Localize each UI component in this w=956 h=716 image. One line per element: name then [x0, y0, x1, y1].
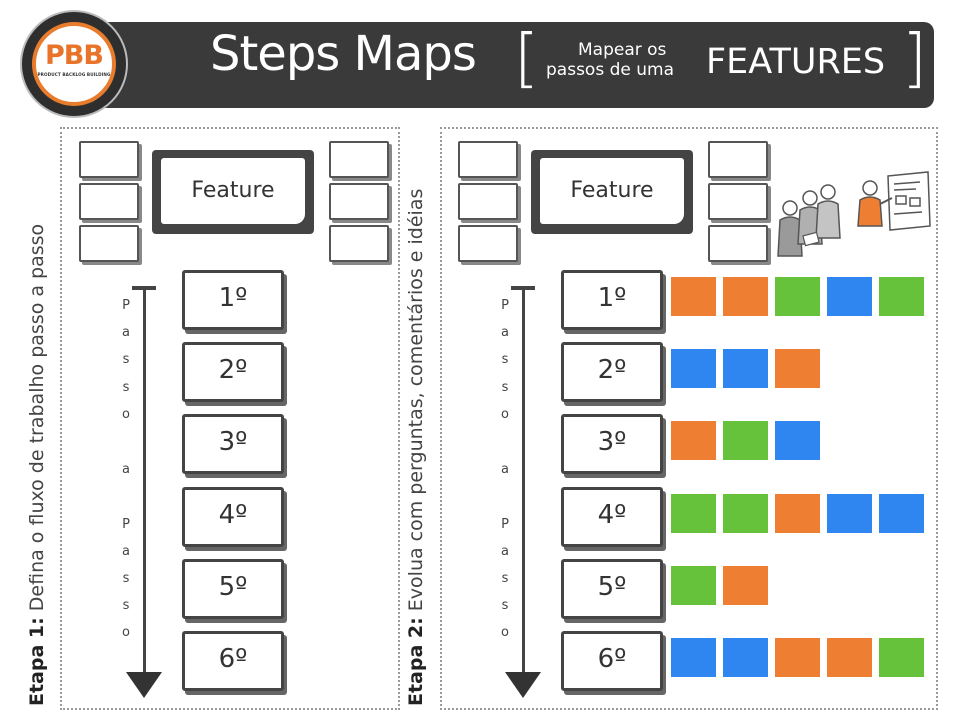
- axis-letter: P: [122, 298, 130, 313]
- idea-card-blue: [671, 349, 716, 388]
- idea-card-blue: [671, 638, 716, 677]
- subtitle-line-1: Mapear os: [578, 40, 667, 60]
- axis-letter: o: [501, 625, 509, 640]
- idea-card-orange: [775, 494, 820, 533]
- axis-letter: o: [122, 407, 130, 422]
- axis-letter: s: [122, 571, 130, 586]
- axis-letter: P: [122, 517, 130, 532]
- stage-2-label: Etapa 2:: [405, 617, 427, 706]
- axis-letter: P: [501, 517, 509, 532]
- idea-card-blue: [827, 277, 872, 316]
- side-box: [458, 141, 518, 178]
- team-discussion-icon: [777, 171, 931, 257]
- axis-letter: a: [122, 462, 130, 477]
- axis-letter: a: [501, 544, 509, 559]
- axis-letter: s: [501, 598, 509, 613]
- axis-letter: s: [122, 352, 130, 367]
- side-box: [458, 183, 518, 220]
- idea-card-blue: [879, 494, 924, 533]
- idea-card-green: [775, 277, 820, 316]
- axis-letter: s: [501, 571, 509, 586]
- idea-card-orange: [671, 421, 716, 460]
- step-box: 1º: [182, 270, 284, 330]
- header-banner: [68, 22, 934, 108]
- axis-letter: a: [122, 544, 130, 559]
- axis-line: [522, 286, 525, 674]
- step-box: 2º: [561, 342, 663, 402]
- step-box: 4º: [561, 487, 663, 547]
- subtitle-line-2: passos de uma: [546, 60, 674, 80]
- idea-card-blue: [775, 421, 820, 460]
- subtitle-emphasis: FEATURES: [706, 42, 886, 82]
- stage-1-label: Etapa 1:: [26, 617, 48, 706]
- idea-card-orange: [775, 638, 820, 677]
- logo-text: PBB: [45, 40, 104, 71]
- bracket-open: [: [514, 22, 539, 96]
- axis-letter: a: [501, 325, 509, 340]
- axis-letter: s: [501, 380, 509, 395]
- page-title: Steps Maps: [210, 26, 477, 82]
- idea-card-blue: [827, 494, 872, 533]
- idea-card-blue: [723, 349, 768, 388]
- stage-1-text: Defina o fluxo de trabalho passo a passo: [26, 223, 48, 612]
- side-box: [708, 141, 768, 178]
- logo-subtitle: PRODUCT BACKLOG BUILDING: [37, 72, 111, 77]
- idea-card-blue: [723, 638, 768, 677]
- idea-card-green: [671, 566, 716, 605]
- axis-letter: s: [122, 380, 130, 395]
- axis-letter: o: [122, 625, 130, 640]
- axis-letter: P: [501, 298, 509, 313]
- stage-2-caption: Etapa 2: Evolua com perguntas, comentári…: [405, 189, 427, 706]
- stage-1-panel: [60, 127, 400, 710]
- feature-card: Feature: [152, 150, 314, 234]
- step-box: 4º: [182, 487, 284, 547]
- pbb-logo: PBB PRODUCT BACKLOG BUILDING: [20, 10, 128, 118]
- axis-letter: o: [501, 407, 509, 422]
- axis-letter: a: [501, 462, 509, 477]
- idea-card-orange: [827, 638, 872, 677]
- side-box: [79, 183, 139, 220]
- side-box: [708, 225, 768, 262]
- step-box: 6º: [561, 631, 663, 691]
- side-box: [79, 225, 139, 262]
- step-box: 1º: [561, 270, 663, 330]
- axis-arrow-icon: [126, 672, 162, 698]
- idea-card-green: [879, 638, 924, 677]
- feature-card: Feature: [531, 150, 693, 234]
- idea-card-green: [879, 277, 924, 316]
- stage-1-caption: Etapa 1: Defina o fluxo de trabalho pass…: [26, 224, 48, 706]
- idea-card-green: [723, 421, 768, 460]
- stage-2-panel: [440, 127, 938, 710]
- side-box: [458, 225, 518, 262]
- axis-arrow-icon: [505, 672, 541, 698]
- side-box: [329, 141, 389, 178]
- side-box: [329, 183, 389, 220]
- idea-card-orange: [723, 277, 768, 316]
- axis-letter: s: [122, 598, 130, 613]
- idea-card-orange: [775, 349, 820, 388]
- idea-card-green: [723, 494, 768, 533]
- bracket-close: ]: [902, 22, 927, 96]
- axis-line: [143, 286, 146, 674]
- feature-label: Feature: [161, 158, 305, 224]
- axis-letter: s: [501, 352, 509, 367]
- idea-card-green: [671, 494, 716, 533]
- logo-badge: PBB PRODUCT BACKLOG BUILDING: [32, 22, 116, 106]
- stage-2-text: Evolua com perguntas, comentários e idéi…: [405, 188, 427, 612]
- side-box: [79, 141, 139, 178]
- step-box: 5º: [182, 559, 284, 619]
- step-box: 2º: [182, 342, 284, 402]
- step-box: 3º: [182, 414, 284, 474]
- axis-letter: a: [122, 325, 130, 340]
- side-box: [708, 183, 768, 220]
- step-box: 3º: [561, 414, 663, 474]
- step-box: 5º: [561, 559, 663, 619]
- idea-card-orange: [671, 277, 716, 316]
- step-box: 6º: [182, 631, 284, 691]
- side-box: [329, 225, 389, 262]
- idea-card-orange: [723, 566, 768, 605]
- feature-label: Feature: [540, 158, 684, 224]
